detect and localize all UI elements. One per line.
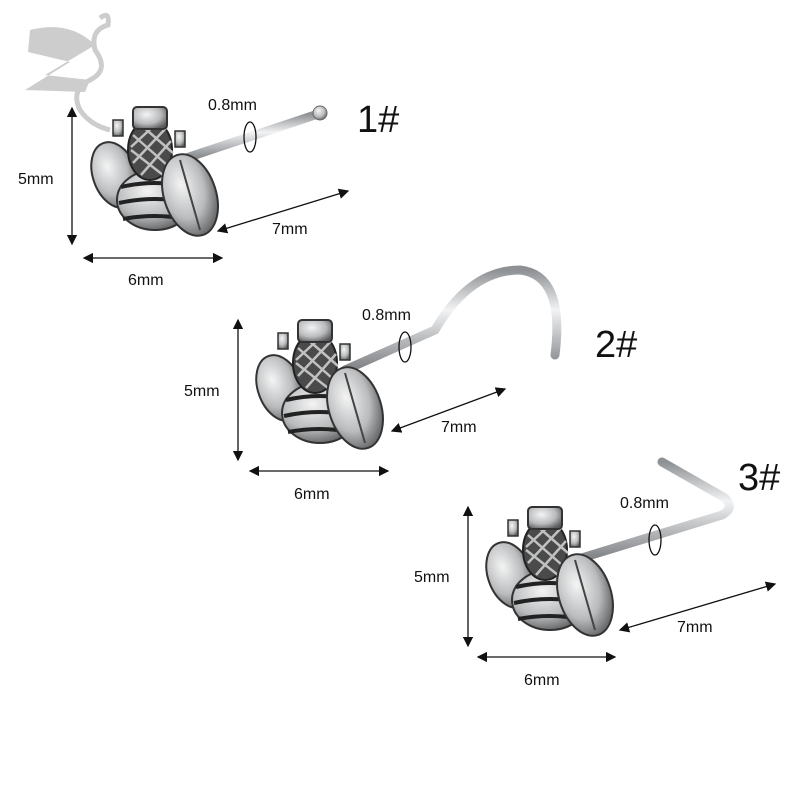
length-label: 7mm	[272, 221, 308, 238]
gauge-marker	[648, 524, 662, 556]
length-label: 7mm	[677, 619, 713, 636]
gauge-marker	[398, 331, 412, 363]
height-label: 5mm	[414, 569, 450, 586]
length-arrow	[618, 581, 777, 633]
bee-charm	[245, 318, 395, 458]
product-item-2: 0.8mm 2# 5mm 6mm 7mm	[184, 265, 637, 503]
length-label: 7mm	[441, 419, 477, 436]
width-label: 6mm	[524, 672, 560, 689]
product-item-1: 0.8mm 1# 5mm 6mm 7mm	[18, 97, 399, 289]
straight-pin	[175, 109, 323, 165]
length-arrow	[390, 387, 507, 433]
l-shape-pin	[570, 457, 734, 565]
ball-end	[312, 105, 328, 121]
gauge-label: 0.8mm	[362, 307, 411, 324]
product-item-3: 0.8mm 3# 5mm 6mm 7mm	[414, 457, 780, 689]
gauge-marker	[243, 121, 257, 153]
gauge-label: 0.8mm	[620, 495, 669, 512]
length-arrow	[216, 188, 350, 234]
item-number: 2#	[595, 324, 637, 366]
item-number: 3#	[738, 457, 780, 499]
item-number: 1#	[357, 99, 399, 141]
screw-pin	[340, 265, 562, 375]
height-label: 5mm	[18, 171, 54, 188]
height-label: 5mm	[184, 383, 220, 400]
gauge-label: 0.8mm	[208, 97, 257, 114]
width-label: 6mm	[294, 486, 330, 503]
width-label: 6mm	[128, 272, 164, 289]
bee-charm	[475, 505, 625, 645]
brand-logo	[25, 12, 111, 133]
